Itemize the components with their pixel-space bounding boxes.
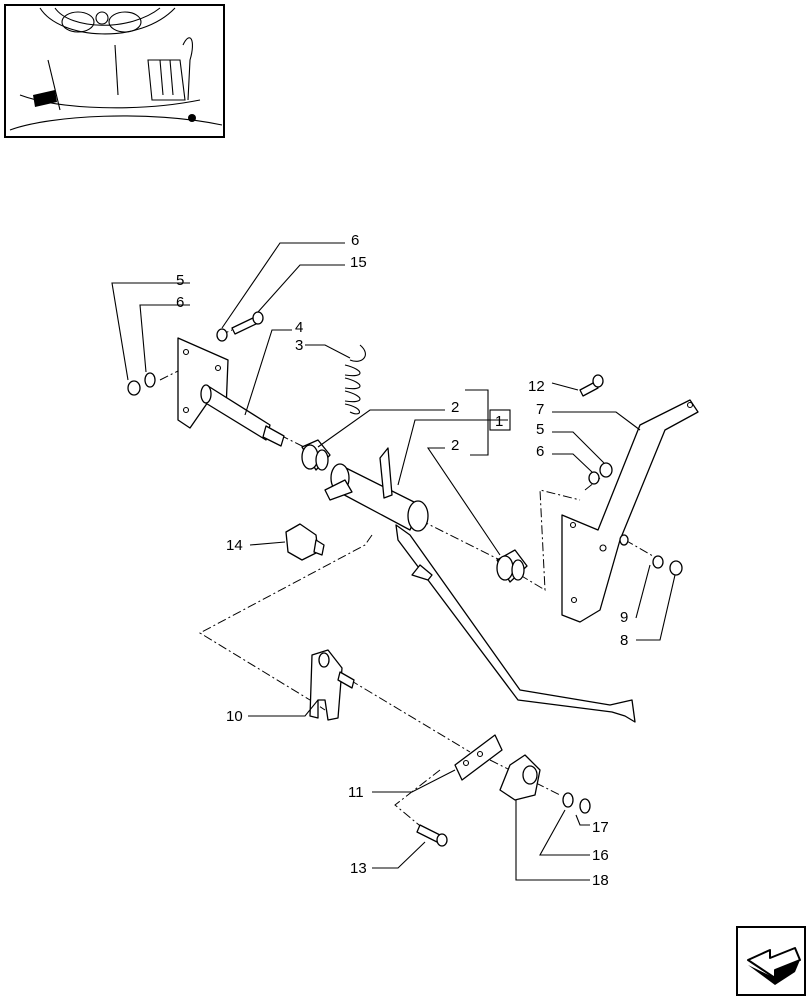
callout-6-left: 6 — [176, 294, 184, 311]
callout-2-lower: 2 — [451, 437, 459, 454]
pivot-shaft-bracket — [177, 337, 285, 447]
plate — [454, 734, 503, 781]
nut-washer-right — [588, 462, 613, 485]
nut-washer-left — [127, 372, 156, 396]
callout-3: 3 — [295, 337, 303, 354]
callout-17: 17 — [592, 819, 609, 836]
callout-9: 9 — [620, 609, 628, 626]
callout-15: 15 — [350, 254, 367, 271]
callout-6-top: 6 — [351, 232, 359, 249]
pedal-lever — [324, 447, 636, 723]
leader-lines — [111, 242, 676, 881]
callout-12: 12 — [528, 378, 545, 395]
bushing-upper — [301, 439, 331, 471]
callout-11: 11 — [348, 784, 364, 801]
clevis — [309, 649, 355, 721]
callout-13: 13 — [350, 860, 367, 877]
callout-labels: 6 15 5 6 4 3 2 1 2 12 7 5 6 14 9 8 10 11… — [176, 232, 628, 889]
spring — [344, 344, 366, 415]
callout-8: 8 — [620, 632, 628, 649]
callout-10: 10 — [226, 708, 243, 725]
callout-2-upper: 2 — [451, 399, 459, 416]
callout-box-1 — [489, 409, 511, 431]
callout-7: 7 — [536, 401, 544, 418]
callout-18: 18 — [592, 872, 609, 889]
bushing-lower — [496, 549, 528, 583]
washers-16-17 — [562, 792, 591, 814]
callout-16: 16 — [592, 847, 609, 864]
callout-6-right: 6 — [536, 443, 544, 460]
callout-5-right: 5 — [536, 421, 544, 438]
callout-1: 1 — [495, 413, 503, 430]
next-page-arrow-icon[interactable] — [736, 926, 806, 996]
right-bracket — [561, 399, 699, 623]
yoke — [499, 754, 541, 801]
location-thumbnail-icon — [4, 4, 225, 138]
callout-14: 14 — [226, 537, 243, 554]
knob — [285, 523, 325, 561]
callout-4: 4 — [295, 319, 303, 336]
nut-washer-8-9 — [652, 555, 683, 576]
bolt-washer-top — [216, 311, 264, 342]
callout-5-left: 5 — [176, 272, 184, 289]
bolt-12 — [579, 374, 604, 397]
bolt-13 — [416, 824, 448, 847]
